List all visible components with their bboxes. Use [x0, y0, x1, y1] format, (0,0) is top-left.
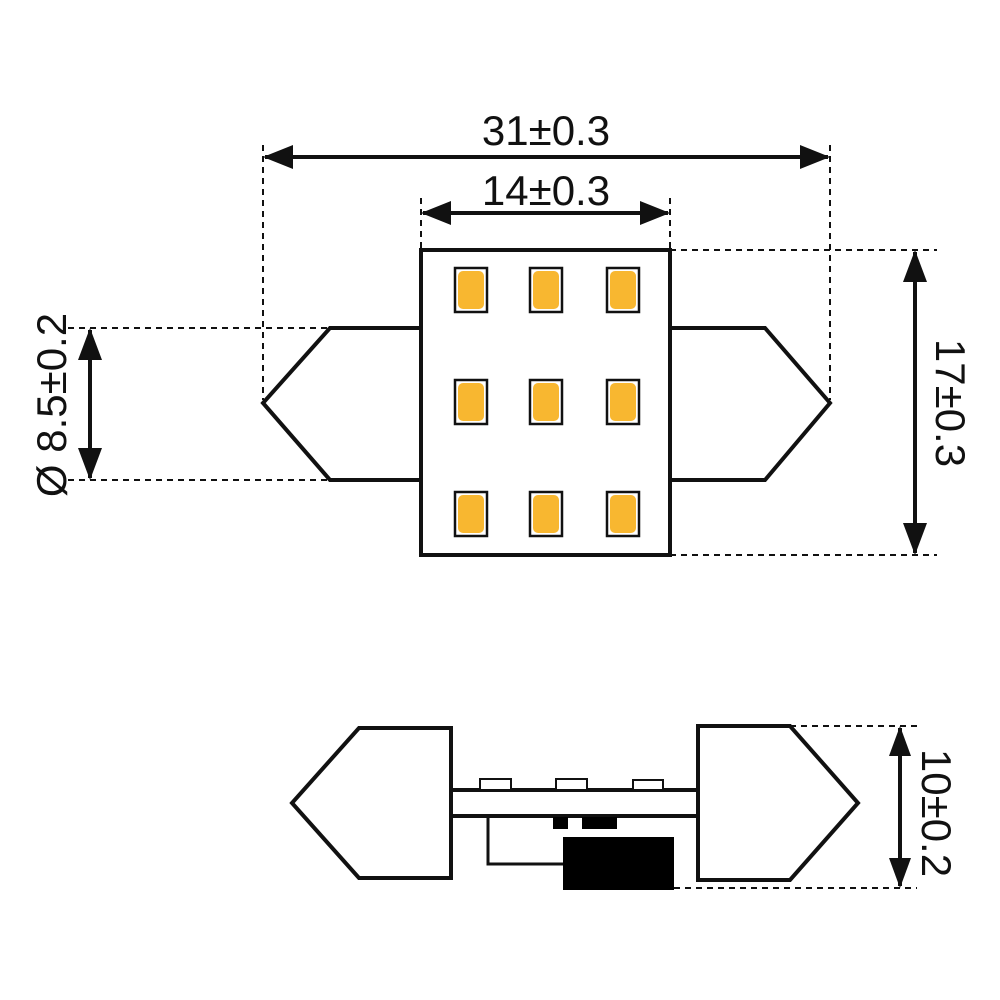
led-chip — [605, 490, 641, 538]
led-emitter — [458, 383, 484, 421]
dimension-side-height: 10±0.2 — [674, 725, 960, 889]
cap-diameter-label: Ø 8.5±0.2 — [28, 313, 75, 497]
side-led — [479, 778, 512, 791]
led-chip — [453, 266, 489, 314]
led-emitter — [610, 271, 636, 309]
side-led — [632, 779, 664, 791]
top-view — [260, 248, 833, 557]
right-end-cap — [668, 326, 833, 482]
side-pcb — [449, 788, 700, 818]
led-chip — [453, 490, 489, 538]
left-end-cap — [260, 326, 423, 482]
led-emitter — [610, 383, 636, 421]
side-view — [289, 724, 861, 890]
led-chip — [528, 266, 564, 314]
led-emitter — [458, 495, 484, 533]
dimension-cap-diameter: Ø 8.5±0.2 — [28, 313, 330, 497]
board-height-label: 17±0.3 — [927, 339, 974, 467]
side-resistor-block — [563, 837, 674, 890]
side-component — [582, 817, 617, 829]
side-wire — [486, 817, 564, 866]
led-emitter — [533, 271, 559, 309]
led-chip — [528, 378, 564, 426]
side-led — [555, 778, 588, 791]
led-array — [453, 266, 641, 538]
led-chip — [453, 378, 489, 426]
overall-length-label: 31±0.3 — [482, 107, 610, 154]
led-chip — [605, 378, 641, 426]
side-left-cap — [289, 726, 453, 880]
led-chip — [528, 490, 564, 538]
dimension-board-width: 14±0.3 — [420, 167, 671, 250]
dimension-board-height: 17±0.3 — [670, 249, 974, 556]
led-emitter — [458, 271, 484, 309]
led-emitter — [533, 495, 559, 533]
side-component — [553, 817, 568, 829]
dimension-overall-length: 31±0.3 — [262, 107, 831, 400]
side-height-label: 10±0.2 — [913, 749, 960, 877]
led-emitter — [533, 383, 559, 421]
side-right-cap — [696, 724, 861, 882]
led-chip — [605, 266, 641, 314]
board-width-label: 14±0.3 — [482, 167, 610, 214]
led-emitter — [610, 495, 636, 533]
